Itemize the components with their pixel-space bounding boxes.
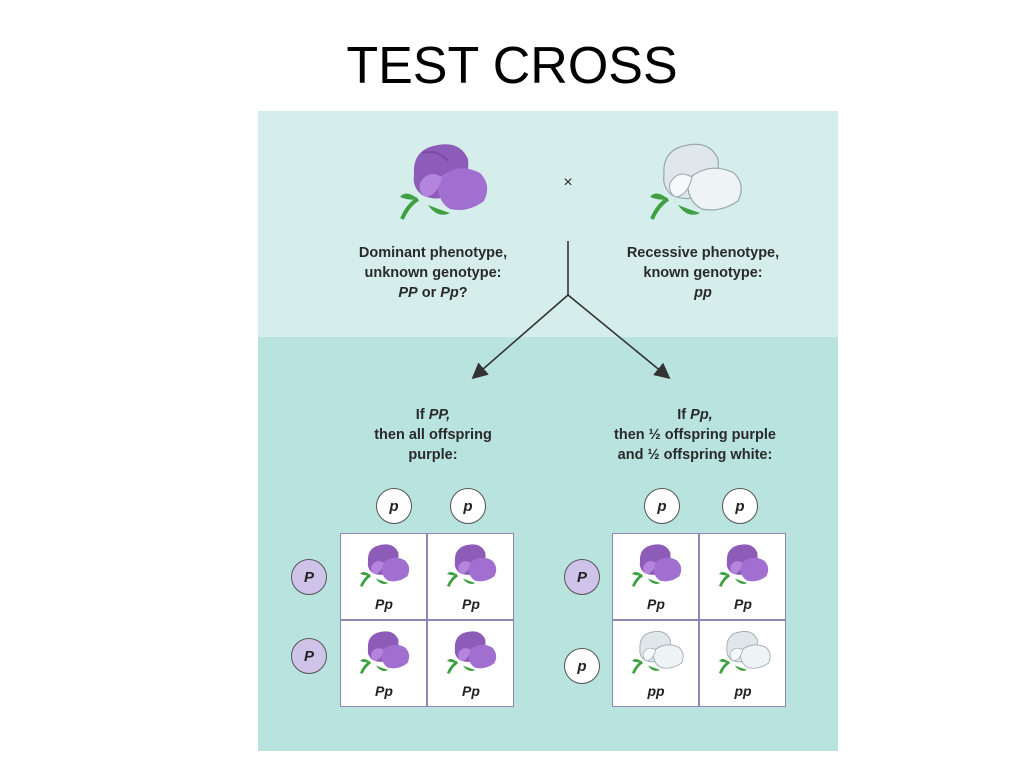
left-case-line2: then all offspring [374, 427, 492, 443]
dominant-line1: Dominant phenotype, [358, 245, 508, 261]
dominant-genotypes: PP or Pp? [328, 283, 538, 303]
purple-flower-icon [631, 544, 682, 587]
right-cell-2-genotype: Pp [734, 596, 752, 612]
left-case-genotype: PP, [428, 407, 451, 423]
right-top-allele-1: p [644, 488, 680, 524]
left-side-allele-2: P [291, 638, 327, 674]
left-punnett-square: Pp Pp Pp [340, 533, 514, 707]
right-if-word: If [677, 407, 691, 423]
white-flower-icon [650, 143, 742, 220]
purple-flower-icon [446, 631, 497, 674]
left-cell-4: Pp [428, 621, 514, 706]
test-cross-figure: × Dominant phenotype, unknown genotype: … [258, 111, 838, 751]
grid-line [341, 619, 513, 621]
purple-flower-icon [718, 544, 769, 587]
right-cell-4-genotype: pp [734, 683, 752, 699]
question-mark: ? [458, 285, 468, 301]
parents-band [258, 111, 838, 337]
left-cell-3: Pp [341, 621, 427, 706]
cross-symbol: × [563, 174, 573, 191]
right-cell-1-genotype: Pp [647, 596, 665, 612]
right-cell-1: Pp [613, 534, 699, 619]
grid-line [613, 619, 785, 621]
right-top-allele-2: p [722, 488, 758, 524]
left-if-word: If [415, 407, 429, 423]
purple-flower-icon [359, 544, 410, 587]
dominant-parent-label: Dominant phenotype, unknown genotype: PP… [328, 243, 538, 303]
left-cell-4-genotype: Pp [462, 683, 480, 699]
purple-flower-icon [359, 631, 410, 674]
dominant-genotype-b: Pp [440, 285, 459, 301]
or-word: or [417, 285, 441, 301]
left-top-allele-2: p [450, 488, 486, 524]
right-cell-4: pp [700, 621, 786, 706]
purple-flower-icon [446, 544, 497, 587]
right-side-allele-1: P [564, 559, 600, 595]
left-cell-1: Pp [341, 534, 427, 619]
white-flower-icon [718, 631, 771, 674]
recessive-genotype: pp [694, 285, 712, 301]
recessive-line2: known genotype: [643, 265, 763, 281]
recessive-line1: Recessive phenotype, [626, 245, 780, 261]
left-side-allele-1: P [291, 559, 327, 595]
right-cell-3-genotype: pp [647, 683, 665, 699]
right-side-allele-2: p [564, 648, 600, 684]
dominant-line2: unknown genotype: [364, 265, 502, 281]
right-case-line3: and ½ offspring white: [617, 447, 773, 463]
white-flower-icon [631, 631, 684, 674]
left-cell-2-genotype: Pp [462, 596, 480, 612]
left-case-line3: purple: [408, 447, 458, 463]
right-cell-3: pp [613, 621, 699, 706]
left-cell-3-genotype: Pp [375, 683, 393, 699]
branch-arrows [471, 241, 671, 380]
left-cell-2: Pp [428, 534, 514, 619]
left-case-text: If PP, then all offspring purple: [338, 405, 528, 465]
purple-flower-icon [400, 144, 488, 220]
dominant-genotype-a: PP [398, 285, 418, 301]
right-cell-2: Pp [700, 534, 786, 619]
right-punnett-square: Pp Pp pp [612, 533, 786, 707]
recessive-parent-label: Recessive phenotype, known genotype: pp [598, 243, 808, 303]
right-case-text: If Pp, then ½ offspring purple and ½ off… [580, 405, 810, 465]
left-top-allele-1: p [376, 488, 412, 524]
right-case-genotype: Pp, [690, 407, 713, 423]
slide-title: TEST CROSS [346, 37, 678, 95]
right-case-line2: then ½ offspring purple [614, 427, 776, 443]
left-cell-1-genotype: Pp [375, 596, 393, 612]
